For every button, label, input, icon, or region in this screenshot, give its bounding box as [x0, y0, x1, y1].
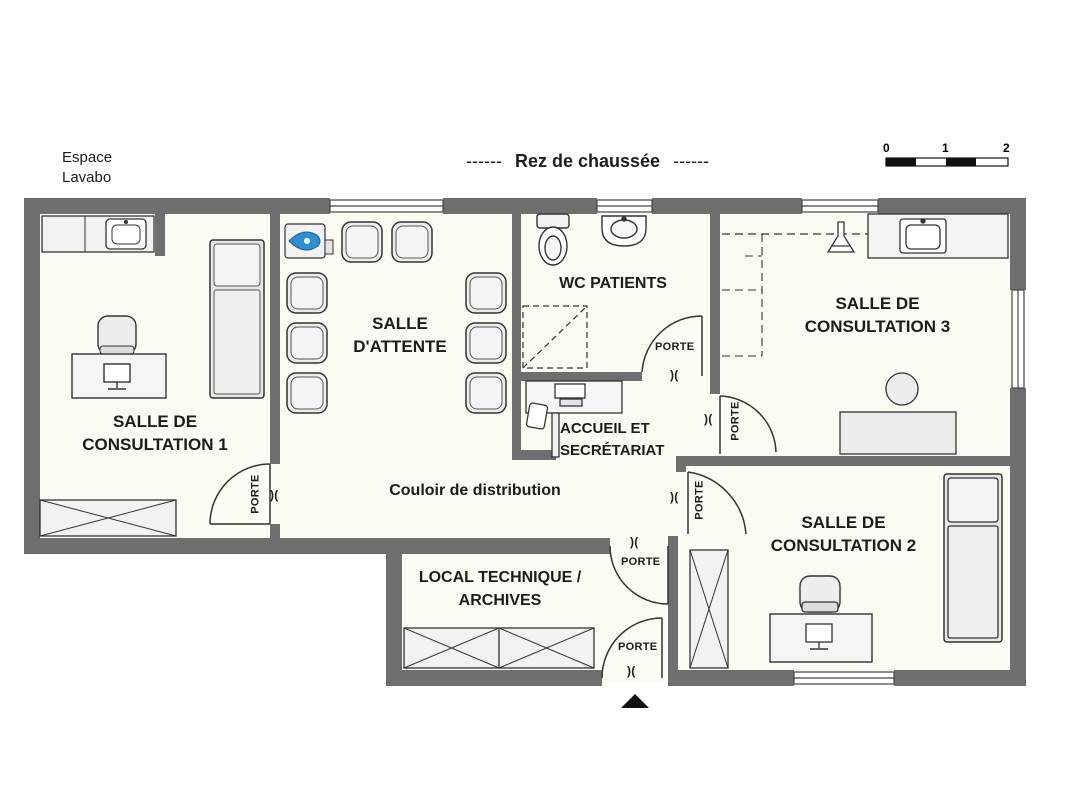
room-local-technique: LOCAL TECHNIQUE / ARCHIVES: [404, 566, 596, 612]
door-mark-consult3: )(: [704, 412, 713, 426]
interior-walls: [155, 206, 1020, 676]
title-text: Rez de chaussée: [514, 151, 661, 171]
title-dashes-left: ------: [466, 151, 502, 171]
room-label-line: LOCAL TECHNIQUE /: [418, 569, 582, 586]
room-label-line: CONSULTATION 1: [82, 435, 228, 454]
room-label-line: WC PATIENTS: [559, 275, 667, 292]
door-mark-entrance: )(: [627, 664, 636, 678]
scale-tick-2: 2: [1003, 141, 1010, 155]
scale-tick-1: 1: [942, 141, 949, 155]
room-label-line: CONSULTATION 3: [804, 317, 951, 336]
door-mark-technique: )(: [630, 535, 639, 549]
couloir-label: Couloir de distribution: [389, 482, 561, 499]
outer-walls: [24, 198, 1026, 686]
room-consultation-2: SALLE DE CONSULTATION 2: [756, 511, 931, 557]
windows: [329, 199, 1025, 685]
espace-label-line2: Lavabo: [62, 169, 112, 186]
scale-bar: [885, 157, 1009, 167]
room-consultation-3: SALLE DE CONSULTATION 3: [790, 292, 965, 338]
door-swings: [209, 315, 777, 679]
plan-title: ------ Rez de chaussée ------: [466, 151, 709, 172]
espace-lavabo-label: Espace Lavabo: [62, 148, 112, 188]
room-salle-attente: SALLE D'ATTENTE: [320, 312, 480, 358]
door-label-entrance: PORTE: [618, 641, 658, 653]
scale-tick-0: 0: [883, 141, 890, 155]
room-label-line: SALLE DE: [112, 412, 198, 431]
room-label-line: SALLE: [372, 314, 428, 333]
room-wc-patients: WC PATIENTS: [528, 272, 698, 295]
door-mark-consult1: )(: [270, 488, 279, 502]
door-mark-wc: )(: [670, 368, 679, 382]
door-label-consult3: PORTE: [729, 401, 742, 441]
door-label-consult1: PORTE: [249, 474, 262, 514]
door-mark-consult2: )(: [670, 490, 679, 504]
consult2-furniture: [689, 473, 1003, 669]
door-label-technique: PORTE: [621, 556, 661, 568]
room-accueil-secretariat: ACCUEIL ET SECRÉTARIAT: [560, 418, 664, 462]
room-label-line: D'ATTENTE: [353, 337, 447, 356]
title-dashes-right: ------: [673, 151, 710, 171]
attente-furniture: [284, 221, 507, 414]
room-label-line: SALLE DE: [801, 513, 886, 532]
consult1-furniture: [39, 215, 265, 537]
room-label-line: SALLE DE: [835, 294, 920, 313]
entrance-arrow-icon: [621, 694, 649, 708]
wc-furniture: [522, 213, 647, 369]
consult3-furniture: [722, 213, 1009, 455]
technique-furniture: [403, 627, 595, 669]
accueil-furniture: [525, 380, 623, 458]
door-label-consult2: PORTE: [693, 480, 706, 520]
room-label-line: ACCUEIL ET: [560, 420, 650, 437]
room-consultation-1: SALLE DE CONSULTATION 1: [60, 410, 250, 456]
espace-label-line1: Espace: [62, 149, 113, 166]
room-label-line: ARCHIVES: [458, 592, 542, 609]
room-label-line: SECRÉTARIAT: [560, 442, 665, 459]
room-label-line: CONSULTATION 2: [770, 536, 917, 555]
door-label-wc: PORTE: [655, 341, 695, 353]
